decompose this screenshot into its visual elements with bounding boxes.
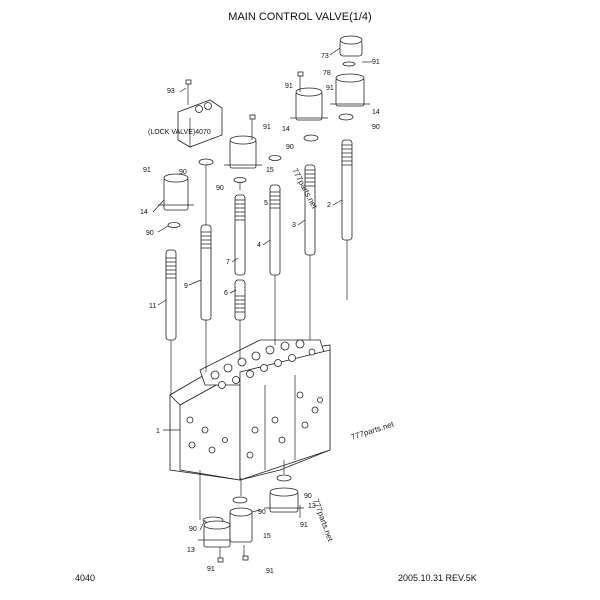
revision-date: 2005.10.31 REV.5K [398,573,477,583]
callout-14-left: 14 [140,209,148,216]
callout-90-lower-left: 90 [146,230,154,237]
spool-2 [341,139,353,300]
leader-lines [152,47,372,531]
bolts [185,71,304,563]
cap-14-left [158,173,194,211]
cap-13-right [264,460,304,518]
callout-9: 9 [184,283,188,290]
cap-14-mid [290,74,328,121]
callout-90-right: 90 [372,124,380,131]
callout-91-cap15: 91 [263,124,271,131]
callout-11: 11 [149,303,156,310]
callout-90-bottom-right: 90 [304,493,312,500]
callout-91-left: 91 [143,167,151,174]
callout-7: 7 [226,259,230,266]
cap-15-bottom [229,478,253,560]
watermark-center: 777parts.net [350,419,396,442]
spool-11 [165,249,177,395]
callout-91-top-right: 91 [372,59,380,66]
callout-13-right: 13 [308,503,316,510]
callout-91-bottom-left: 91 [207,566,215,573]
callout-5: 5 [264,200,268,207]
callout-6: 6 [224,290,228,297]
callout-14-right: 14 [372,109,380,116]
spool-7 [234,180,246,276]
cap-14-right [330,73,370,107]
body-ports [186,339,323,459]
callout-91-bottom-mid: 91 [266,568,274,575]
callout-13-left: 13 [187,547,195,554]
lock-valve-block [177,82,223,148]
callout-4: 4 [257,242,261,249]
callout-91-bottom-right: 91 [300,522,308,529]
page-title: MAIN CONTROL VALVE(1/4) [228,11,371,23]
spool-6 [234,279,246,360]
cap-13-left [198,470,236,562]
spool-3 [304,164,316,340]
callout-91-right: 91 [326,85,334,92]
watermark-lower: 777parts.net [311,498,335,544]
callout-90-left: 90 [179,169,187,176]
callout-78: 78 [323,70,331,77]
callout-15-bottom: 15 [263,533,271,540]
lock-valve-label: (LOCK VALVE)4070 [148,129,211,136]
callout-15-top: 15 [266,167,274,174]
callout-90-center: 90 [216,185,224,192]
callout-2: 2 [327,202,331,209]
callout-14-mid: 14 [282,126,290,133]
main-valve-body [169,339,331,481]
callout-1: 1 [156,428,160,435]
callout-73: 73 [321,53,329,60]
spool-9 [200,165,212,372]
cap-73 [339,35,363,67]
callout-90-bottom-left: 90 [189,526,197,533]
cap-15-top [224,115,262,169]
callout-labels: 73 91 78 93 91 91 14 14 90 91 90 90 91 1… [140,53,380,575]
spool-4 [269,184,281,345]
callout-91-mid: 91 [285,83,293,90]
callout-3: 3 [292,222,296,229]
page-number: 4040 [75,573,95,583]
callout-90-mid: 90 [286,144,294,151]
callout-90-bottom-mid: 90 [258,509,266,516]
callout-93: 93 [167,88,175,95]
